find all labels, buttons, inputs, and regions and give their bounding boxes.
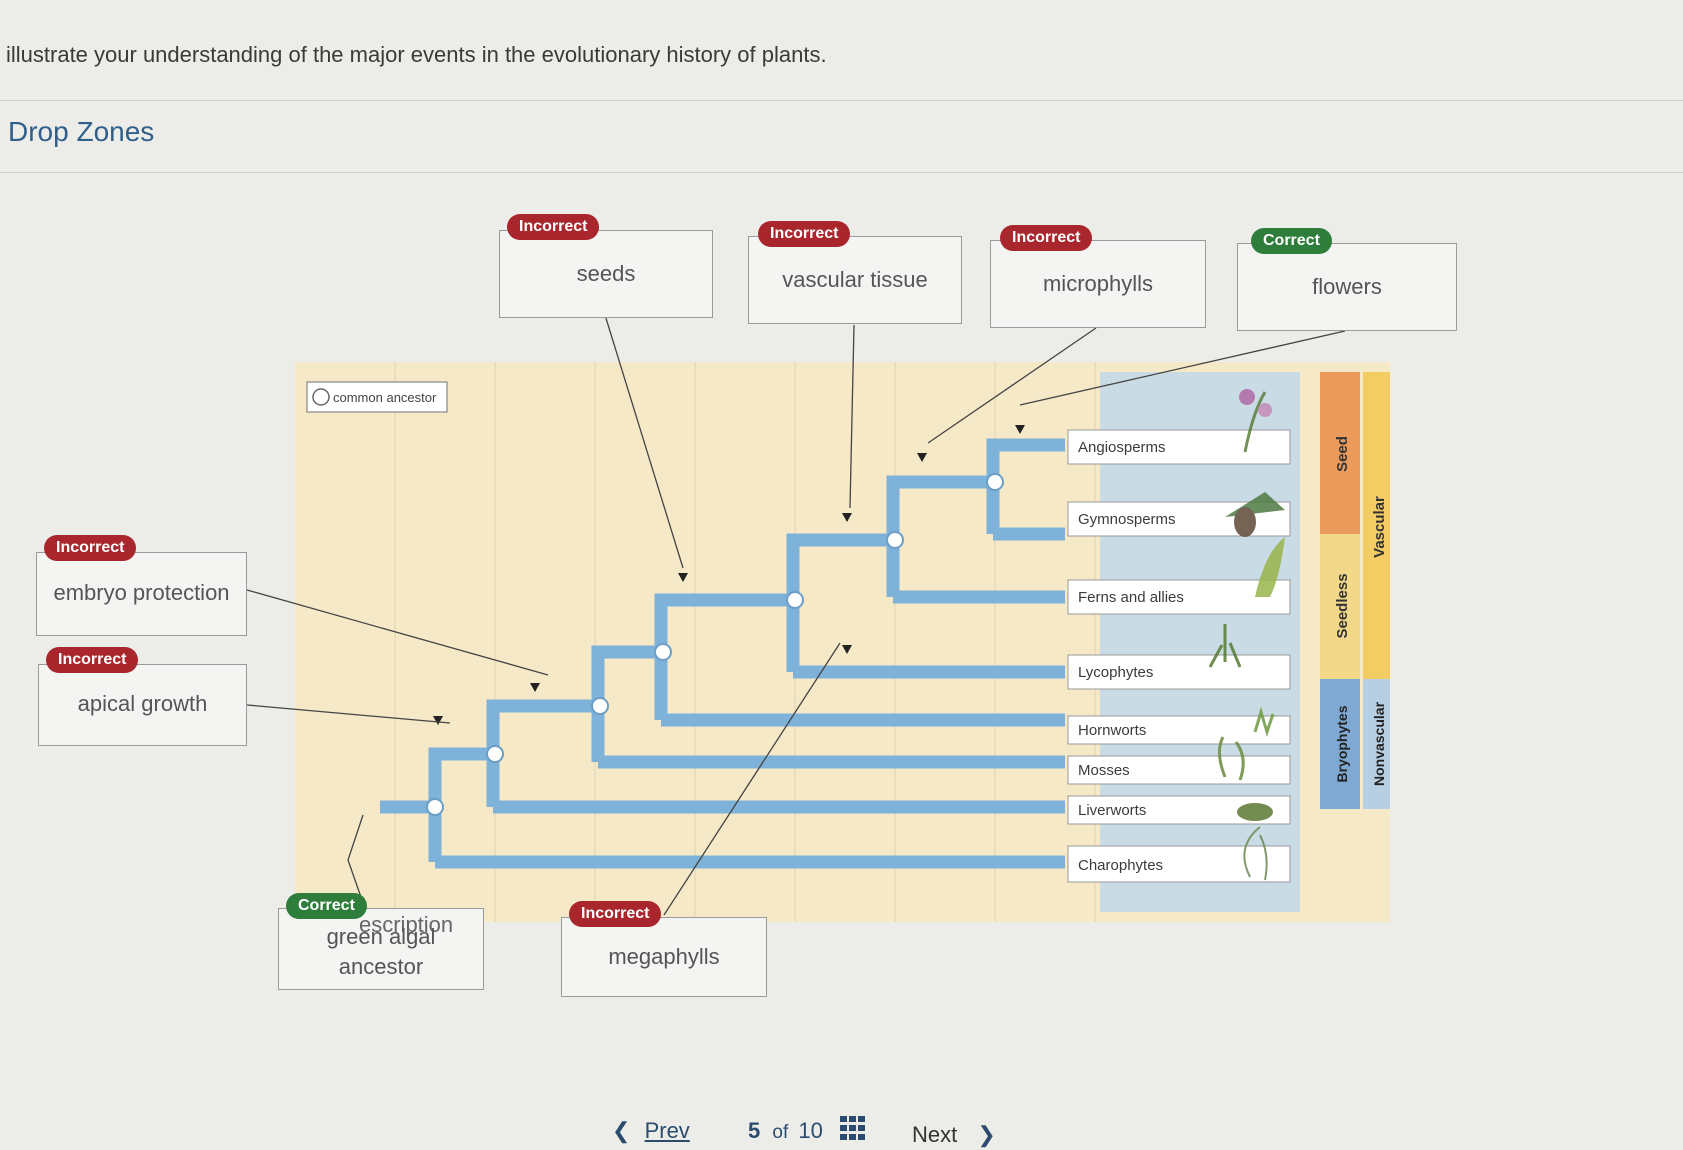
vascular-bar-label: Vascular bbox=[1371, 496, 1388, 558]
taxon-angiosperms: Angiosperms bbox=[1078, 439, 1166, 456]
status-badge-incorrect: Incorrect bbox=[46, 647, 139, 673]
total-pages: 10 bbox=[798, 1118, 823, 1143]
taxon-charophytes: Charophytes bbox=[1078, 857, 1163, 874]
status-badge-correct: Correct bbox=[286, 893, 367, 919]
drop-zone-text: vascular tissue bbox=[782, 267, 928, 292]
seed-bar bbox=[1320, 372, 1360, 534]
taxon-ferns: Ferns and allies bbox=[1078, 589, 1184, 606]
drop-zone-text: apical growth bbox=[77, 691, 208, 716]
drop-zone-text-line2: ancestor bbox=[338, 954, 424, 979]
drop-zone-seeds[interactable]: seeds bbox=[499, 230, 713, 318]
section-title: Drop Zones bbox=[8, 116, 155, 147]
seed-bar-label: Seed bbox=[1334, 436, 1351, 472]
drop-zone-green-algal-ancestor[interactable]: escription green algal ancestor bbox=[278, 908, 484, 990]
next-label: Next bbox=[912, 1122, 958, 1147]
status-badge-incorrect: Incorrect bbox=[507, 214, 600, 240]
nonvascular-bar-label: Nonvascular bbox=[1371, 701, 1387, 786]
current-page: 5 bbox=[748, 1118, 761, 1143]
status-badge-incorrect: Incorrect bbox=[758, 221, 851, 247]
taxa-boxes: Angiosperms Gymnosperms Ferns and allies… bbox=[1067, 429, 1291, 883]
column-grid bbox=[394, 362, 1096, 922]
prev-label: Prev bbox=[644, 1118, 690, 1143]
bryophytes-bar bbox=[1320, 679, 1360, 809]
taxon-liverworts: Liverworts bbox=[1078, 802, 1146, 819]
drop-zone-text: flowers bbox=[1312, 274, 1382, 299]
status-badge-incorrect: Incorrect bbox=[44, 535, 137, 561]
drop-zone-flowers[interactable]: flowers bbox=[1237, 243, 1457, 331]
taxon-lycophytes: Lycophytes bbox=[1078, 664, 1153, 681]
drop-zone-overlap-text: escription bbox=[359, 912, 454, 937]
drop-zone-text: microphylls bbox=[1042, 271, 1154, 296]
divider bbox=[0, 172, 1683, 173]
ancestor-node-icon bbox=[312, 388, 330, 406]
event-markers bbox=[433, 425, 1025, 725]
nonvascular-bar bbox=[1363, 679, 1390, 809]
drop-zone-text-line1: green algal bbox=[326, 924, 436, 949]
bryophytes-bar-label: Bryophytes bbox=[1334, 705, 1350, 782]
drop-zone-vascular-tissue[interactable]: vascular tissue bbox=[748, 236, 962, 324]
chevron-right-icon: ❯ bbox=[977, 1122, 996, 1147]
page-of: of bbox=[772, 1122, 789, 1143]
chevron-left-icon: ❮ bbox=[612, 1118, 631, 1143]
question-prompt: illustrate your understanding of the maj… bbox=[6, 42, 827, 67]
tree-branches bbox=[380, 438, 1065, 869]
taxon-gymnosperms: Gymnosperms bbox=[1078, 511, 1176, 528]
status-badge-incorrect: Incorrect bbox=[1000, 225, 1093, 251]
drop-zone-embryo-protection[interactable]: embryo protection bbox=[36, 552, 247, 636]
common-ancestor-label: common ancestor bbox=[333, 390, 437, 405]
vascular-bar bbox=[1363, 372, 1390, 679]
page-indicator: 5 of 10 bbox=[748, 1118, 823, 1144]
status-badge-incorrect: Incorrect bbox=[569, 901, 662, 927]
next-button[interactable]: Next ❯ bbox=[912, 1122, 996, 1148]
taxon-mosses: Mosses bbox=[1078, 762, 1130, 779]
grid-icon[interactable] bbox=[840, 1116, 866, 1146]
drop-zone-megaphylls[interactable]: megaphylls bbox=[561, 917, 767, 997]
drop-zone-text: seeds bbox=[576, 261, 636, 286]
drop-zone-text: embryo protection bbox=[53, 580, 230, 605]
seedless-bar bbox=[1320, 534, 1360, 679]
prev-button[interactable]: ❮ Prev bbox=[612, 1118, 690, 1144]
branch-nodes bbox=[426, 473, 1004, 816]
status-badge-correct: Correct bbox=[1251, 228, 1332, 254]
drop-zone-text: megaphylls bbox=[608, 944, 720, 969]
plant-illustrations bbox=[1208, 389, 1285, 881]
seedless-bar-label: Seedless bbox=[1334, 573, 1351, 638]
common-ancestor-tag bbox=[306, 381, 448, 413]
divider bbox=[0, 100, 1683, 101]
taxon-hornworts: Hornworts bbox=[1078, 722, 1146, 739]
drop-zone-microphylls[interactable]: microphylls bbox=[990, 240, 1206, 328]
drop-zone-apical-growth[interactable]: apical growth bbox=[38, 664, 247, 746]
phylogeny-diagram: common ancestor bbox=[295, 362, 1390, 922]
